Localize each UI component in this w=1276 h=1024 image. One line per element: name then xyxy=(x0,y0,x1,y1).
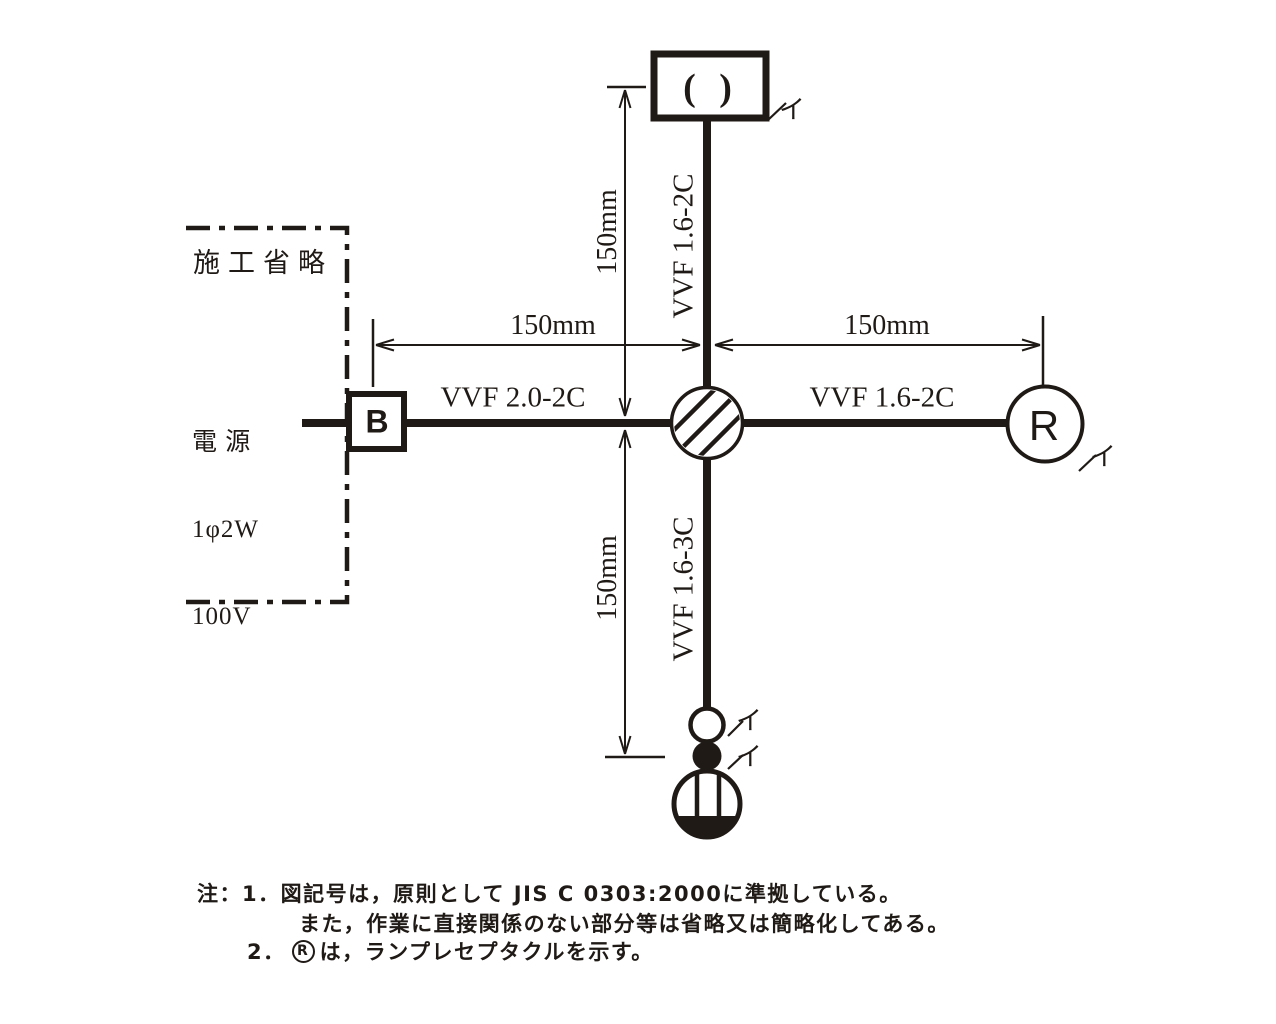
breaker-symbol-box xyxy=(346,391,407,452)
note-line2: また，作業に直接関係のない部分等は省略又は簡略化してある。 xyxy=(299,912,950,936)
note-line3-number: 2． xyxy=(247,940,286,964)
ceiling-light-symbol-box xyxy=(650,50,770,122)
cable-label-left: VVF 2.0-2C xyxy=(440,381,586,414)
dimension-lines xyxy=(375,89,1041,755)
pilot-lamp-symbol xyxy=(688,706,726,744)
power-source-block: 電 源 1φ2W 100V xyxy=(192,370,259,689)
note-line1: 注：1．図記号は，原則として JIS C 0303:2000に準拠している。 xyxy=(197,882,902,906)
lamp-receptacle-symbol xyxy=(1005,384,1085,464)
dimension-label-bottom: 150mm xyxy=(592,535,623,621)
dimension-label-right: 150mm xyxy=(844,310,930,341)
omitted-region-label: 施工省略 xyxy=(193,248,333,278)
lamp-receptacle-label: R xyxy=(1028,402,1060,449)
dimension-label-top: 150mm xyxy=(592,189,623,275)
dimension-ticks xyxy=(371,85,1045,759)
lamp-receptacle-mark: イ xyxy=(1089,442,1117,472)
circled-r-icon: R xyxy=(291,939,315,963)
switch-mark: イ xyxy=(735,742,763,772)
power-source-line2: 1φ2W xyxy=(192,516,260,543)
mark-leader-lines xyxy=(727,102,1097,770)
switch-symbol xyxy=(692,741,722,771)
outlet-symbol-bars xyxy=(694,774,722,818)
power-source-line3: 100V xyxy=(192,603,252,630)
pilot-lamp-mark: イ xyxy=(735,706,763,736)
ceiling-light-symbol-text: ( ) xyxy=(683,67,739,109)
cable-label-right: VVF 1.6-2C xyxy=(809,381,955,414)
cable-lines xyxy=(302,116,1009,710)
power-source-line1: 電 源 xyxy=(192,429,252,456)
breaker-label: B xyxy=(365,403,389,440)
ceiling-light-mark: イ xyxy=(778,95,806,125)
note-line3-text: は，ランプレセプタクルを示す。 xyxy=(319,940,654,964)
cable-label-top: VVF 1.6-2C xyxy=(667,173,700,319)
cable-label-bottom: VVF 1.6-3C xyxy=(667,516,700,662)
dimension-label-left: 150mm xyxy=(510,310,596,341)
outlet-symbol-wall-fill xyxy=(676,816,738,837)
note-line3: 2． R は，ランプレセプタクルを示す。 xyxy=(247,936,654,966)
